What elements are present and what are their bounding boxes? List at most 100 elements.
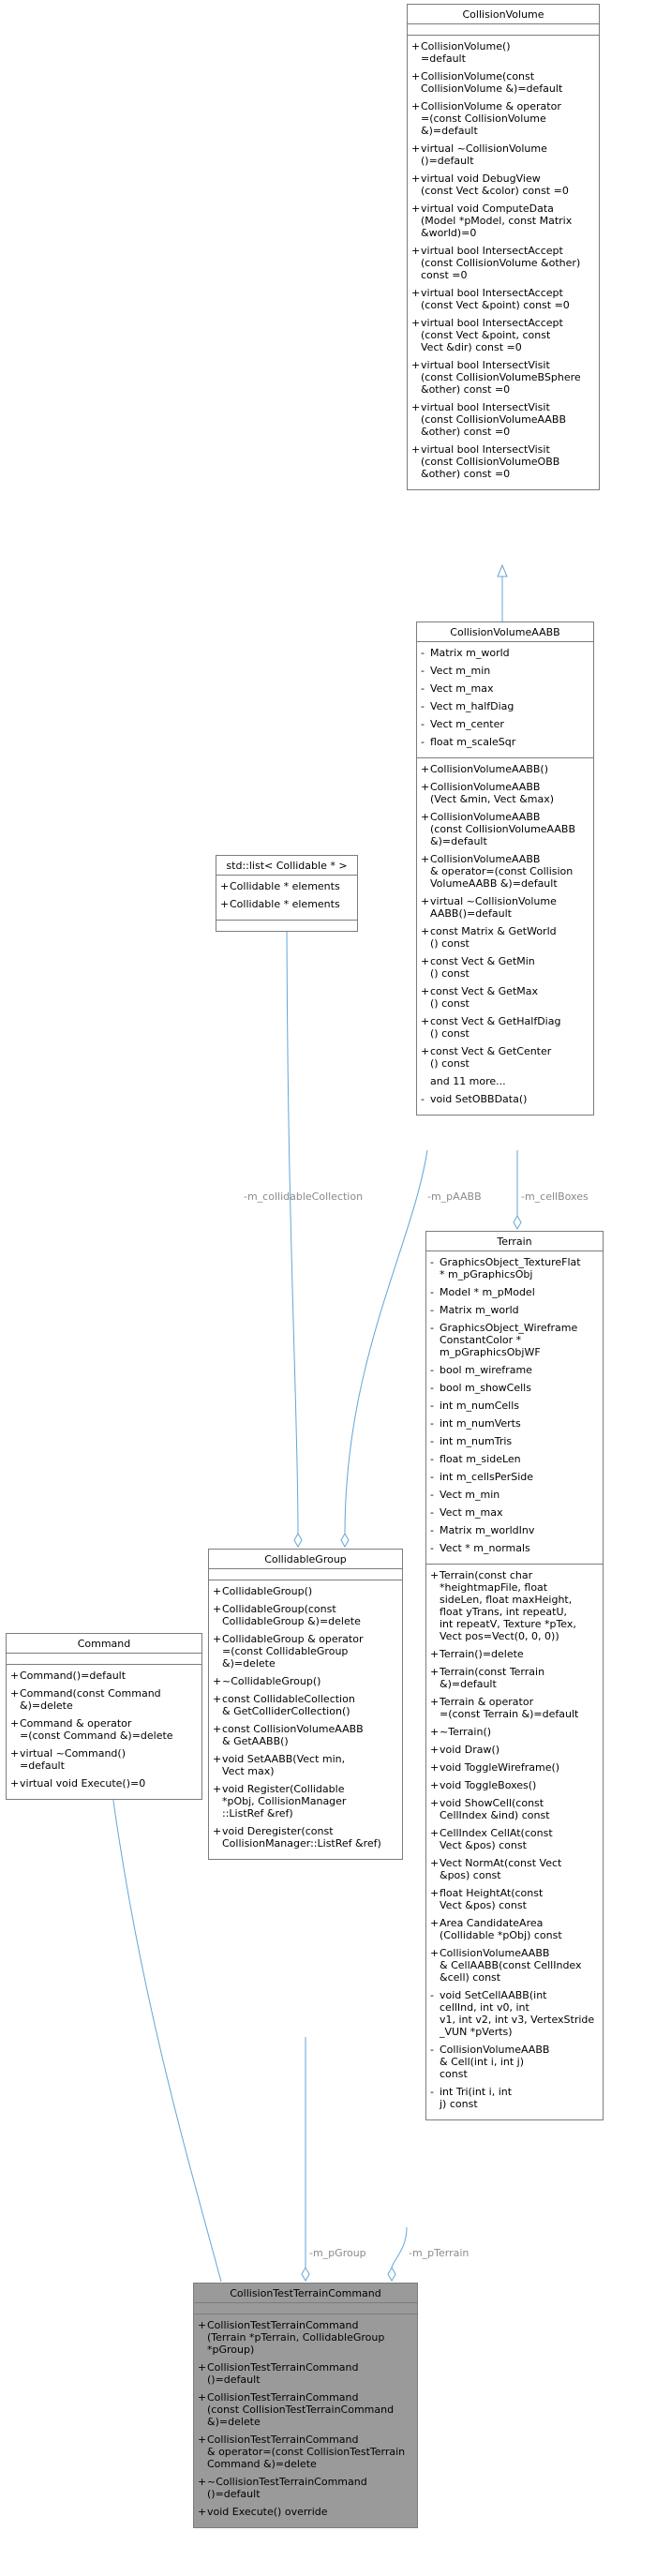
visibility-marker: -	[430, 1400, 434, 1412]
member-text: float HeightAt(const Vect &pos) const	[440, 1887, 544, 1911]
member-text: virtual ~Command() =default	[20, 1747, 127, 1772]
visibility-marker: +	[430, 1917, 440, 1929]
visibility-marker: +	[10, 1717, 20, 1730]
visibility-marker: +	[411, 359, 421, 371]
visibility-marker: +	[411, 100, 421, 112]
member-text: virtual ~CollisionVolume AABB()=default	[430, 895, 557, 920]
class-attribute: -bool m_wireframe	[430, 1364, 599, 1376]
visibility-marker: +	[411, 245, 421, 257]
class-box-collision-volume[interactable]: CollisionVolume+CollisionVolume() =defau…	[407, 4, 600, 490]
visibility-marker: -	[430, 1989, 434, 2001]
visibility-marker: +	[198, 2434, 207, 2446]
class-title: CollisionVolume	[408, 5, 599, 24]
class-title: CollisionTestTerrainCommand	[194, 2284, 417, 2303]
class-method: +CollidableGroup()	[213, 1585, 398, 1597]
member-text: Vect m_center	[430, 718, 504, 730]
visibility-marker: +	[411, 172, 421, 185]
class-method: +CollisionVolume & operator =(const Coll…	[411, 100, 595, 137]
class-method: +const Vect & GetMin () const	[421, 955, 589, 980]
class-box-collision-test-terrain-command[interactable]: CollisionTestTerrainCommand+CollisionTes…	[193, 2283, 418, 2528]
member-text: CollisionTestTerrainCommand (Terrain *pT…	[207, 2319, 385, 2356]
class-methods-section: +Terrain(const char *heightmapFile, floa…	[426, 1565, 603, 2119]
class-box-command[interactable]: Command+Command()=default+Command(const …	[6, 1633, 202, 1800]
member-text: Collidable * elements	[230, 898, 340, 910]
member-text: CellIndex CellAt(const Vect &pos) const	[440, 1827, 553, 1851]
visibility-marker: +	[411, 202, 421, 215]
member-text: Matrix m_world	[440, 1304, 519, 1316]
class-box-std-list[interactable]: std::list< Collidable * >+Collidable * e…	[216, 855, 358, 932]
member-text: Vect m_max	[430, 682, 494, 695]
class-method: +void Deregister(const CollisionManager:…	[213, 1825, 398, 1850]
visibility-marker: +	[430, 1827, 440, 1839]
visibility-marker: +	[411, 287, 421, 299]
aggregation-diamond	[293, 1532, 303, 1549]
visibility-marker: +	[220, 880, 230, 892]
visibility-marker: +	[421, 955, 430, 967]
visibility-marker: -	[421, 718, 425, 730]
member-text: CollisionVolumeAABB()	[430, 763, 549, 775]
class-method: +CellIndex CellAt(const Vect &pos) const	[430, 1827, 599, 1851]
edge-list-to-collidable-group	[286, 895, 299, 1535]
member-text: Vect m_min	[430, 665, 491, 677]
visibility-marker: -	[421, 1093, 425, 1105]
edge-aabb-to-collidable-group	[344, 1149, 428, 1535]
visibility-marker: +	[213, 1693, 222, 1705]
visibility-marker: +	[430, 1696, 440, 1708]
class-method: +void Draw()	[430, 1744, 599, 1756]
class-attribute: -GraphicsObject_Wireframe ConstantColor …	[430, 1322, 599, 1358]
class-box-terrain[interactable]: Terrain-GraphicsObject_TextureFlat * m_p…	[425, 1231, 604, 2120]
class-attribute: -Vect m_center	[421, 718, 589, 730]
visibility-marker: +	[411, 401, 421, 413]
class-attribute: -Vect m_min	[430, 1489, 599, 1501]
class-attribute: -bool m_showCells	[430, 1382, 599, 1394]
visibility-marker: -	[430, 1542, 434, 1554]
visibility-marker: +	[421, 763, 430, 775]
class-attributes-section	[209, 1569, 402, 1580]
visibility-marker: +	[430, 1857, 440, 1869]
visibility-marker: +	[213, 1585, 222, 1597]
visibility-marker: -	[430, 1435, 434, 1447]
visibility-marker: -	[421, 736, 425, 748]
class-method: +virtual ~CollisionVolume AABB()=default	[421, 895, 589, 920]
member-text: virtual void ComputeData (Model *pModel,…	[421, 202, 573, 239]
visibility-marker: +	[411, 70, 421, 82]
class-methods-section: +CollidableGroup()+CollidableGroup(const…	[209, 1580, 402, 1859]
visibility-marker: +	[421, 925, 430, 937]
class-method: -CollisionVolumeAABB & Cell(int i, int j…	[430, 2044, 599, 2080]
member-text: float m_scaleSqr	[430, 736, 516, 748]
class-box-collision-volume-aabb[interactable]: CollisionVolumeAABB-Matrix m_world-Vect …	[416, 622, 594, 1116]
member-text: void SetOBBData()	[430, 1093, 528, 1105]
visibility-marker: +	[430, 1666, 440, 1678]
visibility-marker: +	[430, 1744, 440, 1756]
member-text: bool m_showCells	[440, 1382, 531, 1394]
member-text: virtual bool IntersectAccept (const Vect…	[421, 287, 570, 311]
member-text: Vect * m_normals	[440, 1542, 530, 1554]
member-text: CollisionTestTerrainCommand (const Colli…	[207, 2391, 395, 2428]
visibility-marker: +	[411, 317, 421, 329]
visibility-marker: +	[430, 1779, 440, 1791]
class-box-collidable-group[interactable]: CollidableGroup +CollidableGroup()+Collid…	[208, 1549, 403, 1860]
member-text: virtual bool IntersectAccept (const Coll…	[421, 245, 581, 281]
member-text: virtual bool IntersectVisit (const Colli…	[421, 401, 567, 438]
visibility-marker: +	[411, 40, 421, 52]
member-text: virtual bool IntersectVisit (const Colli…	[421, 359, 581, 396]
visibility-marker: -	[430, 1256, 434, 1268]
visibility-marker: +	[430, 1726, 440, 1738]
visibility-marker: -	[430, 1304, 434, 1316]
member-text: CollisionVolumeAABB & Cell(int i, int j)…	[440, 2044, 550, 2080]
class-method: +virtual bool IntersectVisit (const Coll…	[411, 401, 595, 438]
visibility-marker: +	[421, 811, 430, 823]
class-attribute: -Vect m_halfDiag	[421, 700, 589, 712]
member-text: const CollidableCollection & GetCollider…	[222, 1693, 355, 1717]
class-method: +virtual ~CollisionVolume ()=default	[411, 142, 595, 167]
class-title: CollidableGroup	[209, 1550, 402, 1569]
member-text: Area CandidateArea (Collidable *pObj) co…	[440, 1917, 562, 1941]
member-text: virtual void Execute()=0	[20, 1777, 146, 1790]
member-text: int m_cellsPerSide	[440, 1471, 534, 1483]
visibility-marker: +	[10, 1747, 20, 1760]
visibility-marker: -	[430, 1322, 434, 1334]
class-method: +Command & operator =(const Command &)=d…	[10, 1717, 198, 1742]
visibility-marker: +	[430, 1797, 440, 1809]
aggregation-diamond	[340, 1532, 350, 1549]
inheritance-arrow	[497, 563, 508, 577]
